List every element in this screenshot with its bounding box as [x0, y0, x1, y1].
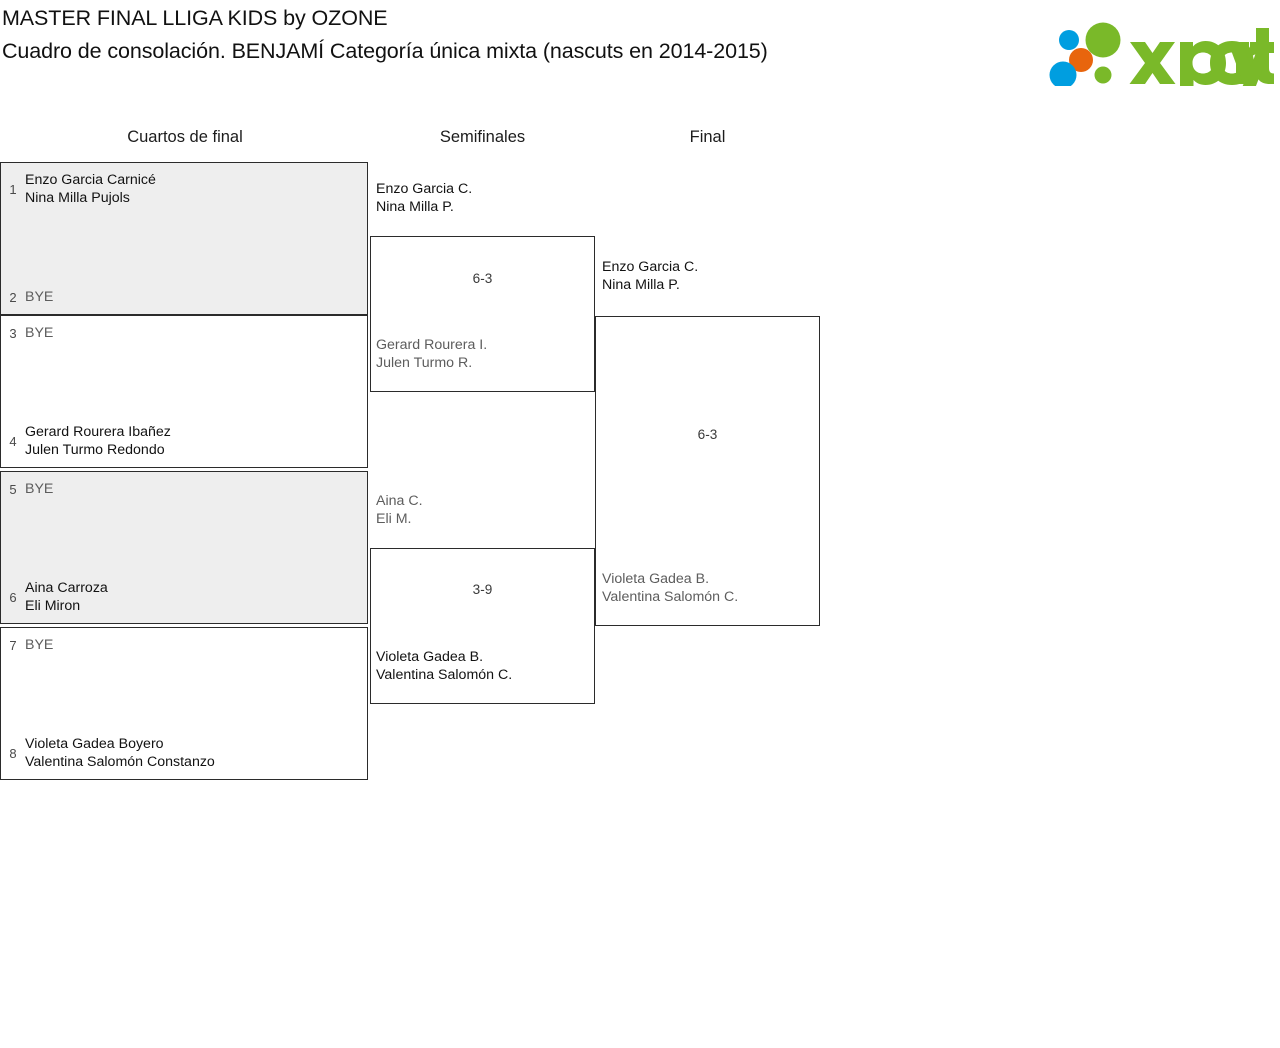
semifinal-1-top-entrant: Enzo Garcia C. Nina Milla P. [376, 181, 473, 215]
match-quarterfinal-3[interactable]: 5 BYE 6 Aina Carroza Eli Miron [0, 471, 368, 624]
match-semifinal-2[interactable]: 3-9 [370, 548, 595, 704]
match-score: 6-3 [472, 271, 493, 286]
logo-dot-green-small [1094, 66, 1112, 84]
bracket-slot[interactable]: 2 BYE [1, 288, 369, 306]
semifinal-2-top-entrant: Aina C. Eli M. [376, 493, 423, 527]
entrant-name: BYE [25, 481, 54, 497]
logo-dot-orange [1069, 48, 1093, 72]
semifinal-1-bottom-entrant: Gerard Rourera I. Julen Turmo R. [376, 337, 488, 371]
xporty-logo-icon [1049, 22, 1274, 86]
seed-number: 4 [9, 433, 17, 449]
seed-number: 7 [9, 637, 17, 653]
tournament-name: MASTER FINAL LLIGA KIDS by OZONE [2, 6, 388, 30]
bracket-slot[interactable]: 4 Gerard Rourera Ibañez Julen Turmo Redo… [1, 423, 369, 459]
bracket-slot[interactable]: 1 Enzo Garcia Carnicé Nina Milla Pujols [1, 171, 369, 207]
entrant-name: BYE [25, 637, 54, 653]
bracket-slot[interactable]: 7 BYE [1, 636, 369, 654]
logo-dot-green-large [1085, 22, 1121, 58]
logo-dot-blue-small [1059, 30, 1079, 50]
entrant-name: BYE [25, 289, 54, 305]
seed-number: 3 [9, 325, 17, 341]
entrant-name: BYE [25, 325, 54, 341]
bracket-slot[interactable]: 5 BYE [1, 480, 369, 498]
entrant-name: Enzo Garcia Carnicé Nina Milla Pujols [25, 172, 156, 206]
seed-number: 6 [9, 589, 17, 605]
round-header-semifinals: Semifinales [439, 128, 526, 146]
final-bottom-entrant: Violeta Gadea B. Valentina Salomón C. [602, 571, 739, 605]
match-final[interactable]: 6-3 [595, 316, 820, 626]
match-semifinal-1[interactable]: 6-3 [370, 236, 595, 392]
entrant-name: Aina Carroza Eli Miron [25, 580, 108, 614]
entrant-name: Gerard Rourera Ibañez Julen Turmo Redond… [25, 424, 171, 458]
seed-number: 5 [9, 481, 17, 497]
seed-number: 8 [9, 745, 17, 761]
match-quarterfinal-4[interactable]: 7 BYE 8 Violeta Gadea Boyero Valentina S… [0, 627, 368, 780]
semifinal-2-bottom-entrant: Violeta Gadea B. Valentina Salomón C. [376, 649, 513, 683]
page-title: MASTER FINAL LLIGA KIDS by OZONE Cuadro … [2, 2, 902, 68]
logo-dot-blue-large [1049, 61, 1077, 86]
round-header-quarterfinals: Cuartos de final [127, 128, 243, 146]
tournament-subtitle: Cuadro de consolación. BENJAMÍ Categoría… [2, 39, 768, 63]
page-header: MASTER FINAL LLIGA KIDS by OZONE Cuadro … [0, 0, 1280, 110]
seed-number: 2 [9, 289, 17, 305]
match-score: 6-3 [697, 427, 718, 442]
match-score: 3-9 [472, 582, 493, 597]
match-quarterfinal-2[interactable]: 3 BYE 4 Gerard Rourera Ibañez Julen Turm… [0, 315, 368, 468]
bracket-slot[interactable]: 8 Violeta Gadea Boyero Valentina Salomón… [1, 735, 369, 771]
bracket-slot[interactable]: 6 Aina Carroza Eli Miron [1, 579, 369, 615]
round-header-final: Final [689, 128, 726, 146]
final-top-entrant: Enzo Garcia C. Nina Milla P. [602, 259, 699, 293]
seed-number: 1 [9, 181, 17, 197]
entrant-name: Violeta Gadea Boyero Valentina Salomón C… [25, 736, 215, 770]
xporty-logo[interactable] [1046, 18, 1274, 86]
bracket-slot[interactable]: 3 BYE [1, 324, 369, 342]
match-quarterfinal-1[interactable]: 1 Enzo Garcia Carnicé Nina Milla Pujols … [0, 162, 368, 315]
